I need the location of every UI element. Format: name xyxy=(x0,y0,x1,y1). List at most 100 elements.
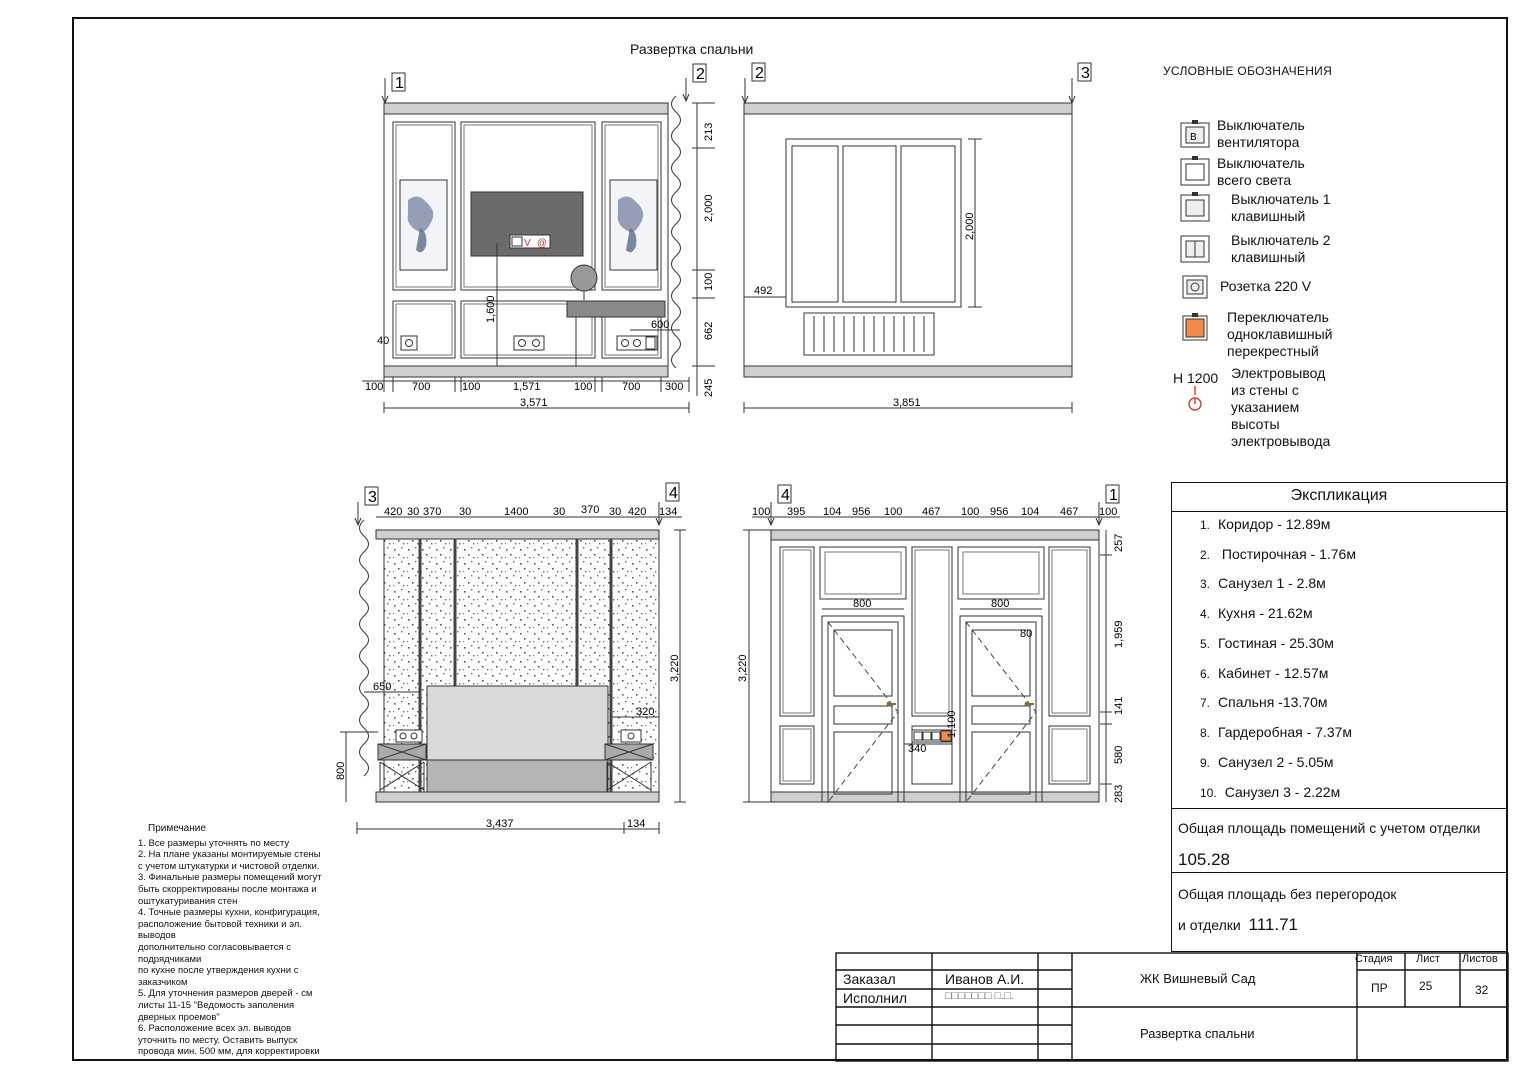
note-line: дверных проемов" xyxy=(138,1011,220,1023)
view4-door-width-left: 800 xyxy=(853,598,871,610)
view3-dim-total: 3,437 xyxy=(486,818,514,830)
view2-mark-left: 2 xyxy=(755,65,764,82)
legend-outlet-height: H 1200 xyxy=(1173,370,1219,386)
total-area-raw-row: и отделки 111.71 xyxy=(1178,915,1299,934)
view2-dim-492: 492 xyxy=(754,285,772,297)
drawing-frame xyxy=(72,17,1508,1061)
view4-dim-t7: 956 xyxy=(990,506,1008,518)
view1-dim-b3: 1,571 xyxy=(513,381,541,393)
view1-dim-1600: 1,600 xyxy=(485,295,497,323)
legend-icons: B xyxy=(1180,120,1210,411)
view1-dim-r0: 213 xyxy=(703,123,715,141)
note-line: дополнительно согласовывается с xyxy=(138,941,291,953)
view1-dim-r3: 662 xyxy=(703,322,715,340)
stamp-customer-name: Иванов А.И. xyxy=(945,971,1025,987)
drawing-title: Развертка спальни xyxy=(630,41,754,57)
elevation-view-4: 800 800 80 1,100 340 3,220 257 1,959 141… xyxy=(737,484,1125,803)
title-block-grid xyxy=(835,952,1509,1062)
note-line: быть скорректированы после монтажа и xyxy=(138,883,317,895)
view2-dim-2000: 2,000 xyxy=(964,212,976,240)
view3-dim-t6: 370 xyxy=(581,504,599,516)
view4-dim-3220: 3,220 xyxy=(737,654,749,682)
explication-row: 4.Кухня - 21.62м xyxy=(1200,605,1313,621)
stamp-sheet-label: Лист xyxy=(1416,953,1440,965)
double-switch-icon xyxy=(1180,235,1210,263)
notes-block: Примечание 1. Все размеры уточнять по ме… xyxy=(138,823,338,1058)
view3-dim-t0: 420 xyxy=(384,506,402,518)
explication-row: 3.Санузел 1 - 2.8м xyxy=(1200,575,1326,591)
view4-mark-left: 4 xyxy=(781,487,790,504)
note-line: 3. Финальные размеры помещений могут xyxy=(138,872,322,884)
view4-dim-t8: 104 xyxy=(1021,506,1039,518)
view3-dim-t4: 1400 xyxy=(504,506,528,518)
window-frame xyxy=(785,138,962,308)
socket-icon xyxy=(1182,275,1208,299)
view4-dim-80: 80 xyxy=(1020,628,1032,640)
view1-dim-b5: 700 xyxy=(622,381,640,393)
note-line: провода мин. 500 мм, для корректировки xyxy=(138,1046,320,1058)
bed-base xyxy=(426,759,609,793)
stamp-sheets-value: 32 xyxy=(1475,983,1489,997)
view2-mark-right: 3 xyxy=(1081,65,1090,82)
view4-dim-r3: 580 xyxy=(1113,746,1125,764)
explication-row: 7.Спальня -13.70м xyxy=(1200,694,1328,710)
door-left xyxy=(821,615,905,803)
explication-row: 1.Коридор - 12.89м xyxy=(1200,516,1331,532)
note-line: уточнить по месту. Оставить выпуск xyxy=(138,1034,298,1046)
explication-title: Экспликация xyxy=(1172,483,1506,512)
view1-mark-left: 1 xyxy=(395,75,404,92)
stamp-stage-value: ПР xyxy=(1371,981,1388,995)
view1-dim-40: 40 xyxy=(377,335,389,347)
view3-mark-right: 4 xyxy=(669,485,678,502)
view4-dim-t6: 100 xyxy=(961,506,979,518)
note-line: листы 11-15 "Ведомость заполения xyxy=(138,999,295,1011)
stamp-project-name: ЖК Вишневый Сад xyxy=(1140,971,1256,986)
note-line: подрядчиками xyxy=(138,953,202,965)
view4-dim-t4: 100 xyxy=(884,506,902,518)
view4-dim-340: 340 xyxy=(908,743,926,755)
stamp-sheets-label: Листов xyxy=(1462,953,1498,965)
view3-dim-134: 134 xyxy=(627,818,645,830)
view4-dim-r2: 141 xyxy=(1113,697,1125,715)
fan-switch-glyph: B xyxy=(1190,132,1197,143)
view3-dim-t2: 370 xyxy=(423,506,441,518)
note-line: 6. Расположение всех эл. выводов xyxy=(138,1023,292,1035)
note-line: оштукатуривания стен xyxy=(138,895,238,907)
radiator xyxy=(803,312,935,356)
legend-title: УСЛОВНЫЕ ОБОЗНАЧЕНИЯ xyxy=(1163,64,1333,78)
note-line: расположение бытовой техники и эл. xyxy=(138,918,302,930)
note-line: 2. На плане указаны монтируемые стены xyxy=(138,849,321,861)
view3-dim-t9: 134 xyxy=(659,506,677,518)
view1-mark-right: 2 xyxy=(696,66,705,83)
fan-switch-icon: B xyxy=(1180,120,1210,148)
view3-dim-t5: 30 xyxy=(553,506,565,518)
view3-dim-t7: 30 xyxy=(609,506,621,518)
explication-row: 10.Санузел 3 - 2.22м xyxy=(1200,784,1341,800)
view4-dim-t0: 100 xyxy=(752,506,770,518)
view1-dim-r4: 245 xyxy=(703,379,715,397)
explication-row: 8.Гардеробная - 7.37м xyxy=(1200,724,1353,740)
view1-dim-b1: 700 xyxy=(412,381,430,393)
door-right xyxy=(959,615,1043,803)
stamp-sheet-value: 25 xyxy=(1419,979,1433,993)
view3-dim-320: 320 xyxy=(636,706,654,718)
view4-dim-t2: 104 xyxy=(823,506,841,518)
total-area-raw-label: Общая площадь без перегородок xyxy=(1178,886,1397,902)
cross-switch-icon xyxy=(1182,313,1208,341)
view1-dim-600: 600 xyxy=(651,319,669,331)
svg-text:@: @ xyxy=(537,238,547,249)
note-line: по кухне после утверждения кухни с xyxy=(138,965,299,977)
view4-door-width-right: 800 xyxy=(991,598,1009,610)
view3-dim-t3: 30 xyxy=(459,506,471,518)
explication-table: Экспликация 1.Коридор - 12.89м 2. Постир… xyxy=(1171,482,1507,952)
explication-row: 5.Гостиная - 25.30м xyxy=(1200,635,1334,651)
elevation-view-3: 3 4 420 30 370 30 1400 30 370 30 420 134… xyxy=(335,482,686,834)
view4-dim-t10: 100 xyxy=(1099,506,1117,518)
explication-divider xyxy=(1172,872,1506,873)
view1-dim-r2: 100 xyxy=(703,273,715,291)
